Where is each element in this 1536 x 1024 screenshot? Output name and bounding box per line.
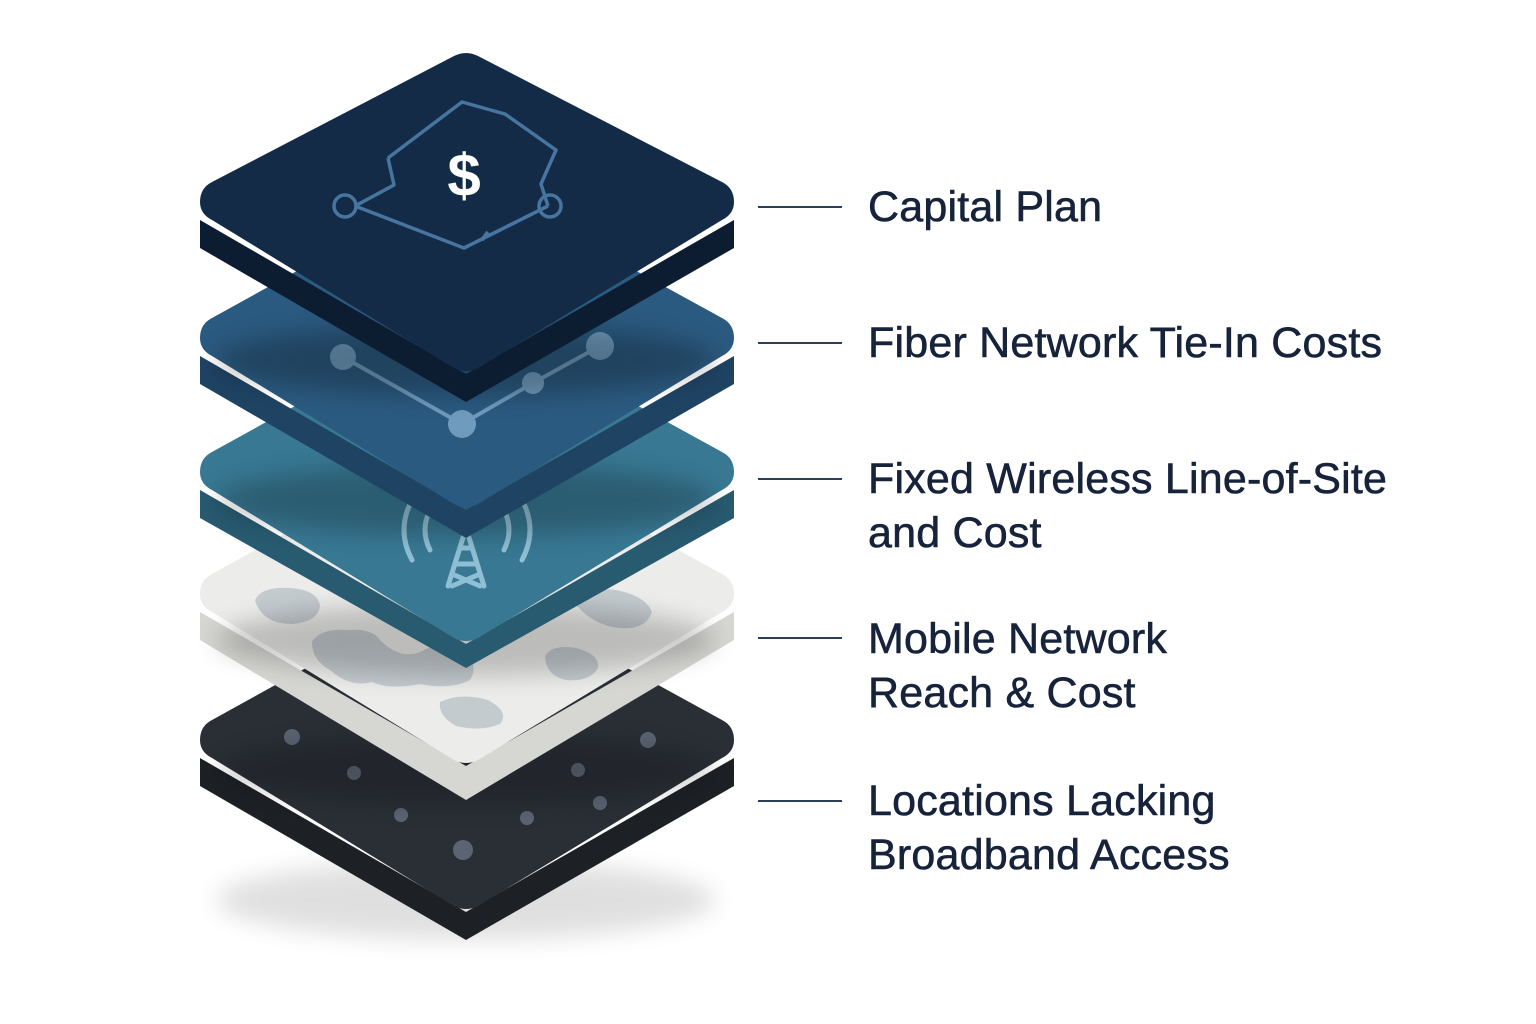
label-line: Fiber Network Tie-In Costs xyxy=(868,319,1383,368)
connector-line xyxy=(758,637,842,639)
label-locations: Locations Lacking Broadband Access xyxy=(868,774,1230,882)
label-capital-plan: Capital Plan xyxy=(868,180,1103,234)
label-fixed-wireless: Fixed Wireless Line-of-Site and Cost xyxy=(868,452,1388,560)
dollar-sign-icon: $ xyxy=(447,142,480,209)
connector-line xyxy=(758,342,842,344)
connector-line xyxy=(758,206,842,208)
label-line: and Cost xyxy=(868,509,1042,558)
connector-line xyxy=(758,478,842,480)
label-line: Capital Plan xyxy=(868,183,1103,232)
dollar-network-icon xyxy=(332,100,563,250)
label-mobile-network: Mobile Network Reach & Cost xyxy=(868,612,1168,720)
layer-capital-plan: $ xyxy=(200,53,734,402)
label-line: Locations Lacking xyxy=(868,777,1216,826)
svg-text:$: $ xyxy=(447,142,480,209)
layer-top xyxy=(200,53,734,371)
label-line: Mobile Network xyxy=(868,615,1168,664)
label-line: Broadband Access xyxy=(868,831,1230,880)
label-line: Fixed Wireless Line-of-Site xyxy=(868,455,1388,504)
label-line: Reach & Cost xyxy=(868,669,1136,718)
label-fiber-network: Fiber Network Tie-In Costs xyxy=(868,316,1383,370)
connector-line xyxy=(758,800,842,802)
